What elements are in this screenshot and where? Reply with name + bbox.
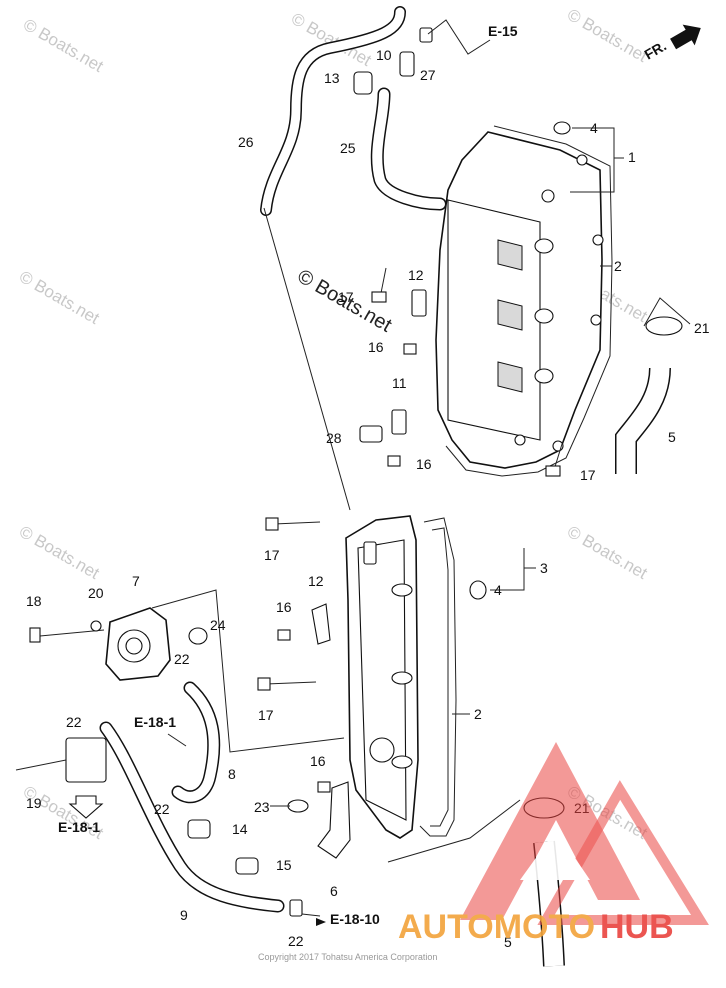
callout-7: 7 <box>132 573 140 589</box>
callout-25: 25 <box>340 140 356 156</box>
callout-17-d: 17 <box>258 707 274 723</box>
brand-text-secondary: HUB <box>600 908 674 946</box>
watermark-right-lower: © Boats.net <box>564 522 651 583</box>
callout-1: 1 <box>628 149 636 165</box>
callout-12-lower: 12 <box>308 573 324 589</box>
callout-6: 6 <box>330 883 338 899</box>
fuel-pump-assembly <box>15 607 208 819</box>
callout-21-upper: 21 <box>694 320 710 336</box>
ref-e15[interactable]: E-15 <box>488 23 518 39</box>
watermark-top-right: © Boats.net <box>564 5 651 66</box>
callout-16-c: 16 <box>276 599 292 615</box>
callout-3: 3 <box>540 560 548 576</box>
callout-16-b: 16 <box>416 456 432 472</box>
ref-e18-1-a[interactable]: E-18-1 <box>134 714 176 730</box>
lower-hoses <box>99 681 285 913</box>
callout-10: 10 <box>376 47 392 63</box>
upper-cylinder-head-cover <box>435 125 613 477</box>
callout-4-lower: 4 <box>494 582 502 598</box>
front-direction-indicator: FR. <box>642 24 701 63</box>
callout-24: 24 <box>210 617 226 633</box>
callout-4-upper: 4 <box>590 120 598 136</box>
callout-17-a: 17 <box>338 289 354 305</box>
callout-numbers: 1 2 2 3 4 4 5 5 6 7 8 9 10 11 12 12 13 1… <box>26 47 710 950</box>
callout-20: 20 <box>88 585 104 601</box>
upper-hoses <box>260 6 447 216</box>
bolts <box>257 121 571 917</box>
callout-15: 15 <box>276 857 292 873</box>
ref-e18-10[interactable]: E-18-10 <box>330 911 380 927</box>
callout-22-a: 22 <box>174 651 190 667</box>
callout-13: 13 <box>324 70 340 86</box>
down-arrow-icon <box>68 795 104 819</box>
callout-26: 26 <box>238 134 254 150</box>
copyright-text: Copyright 2017 Tohatsu America Corporati… <box>258 952 437 962</box>
callout-22-c: 22 <box>154 801 170 817</box>
callout-27: 27 <box>420 67 436 83</box>
ref-e18-1-b[interactable]: E-18-1 <box>58 819 100 835</box>
callout-2-upper: 2 <box>614 258 622 274</box>
callout-2-lower: 2 <box>474 706 482 722</box>
callout-19: 19 <box>26 795 42 811</box>
brand-logo: AUTOMOTO HUB <box>398 742 709 946</box>
front-label: FR. <box>642 37 670 62</box>
callout-22-d: 22 <box>288 933 304 949</box>
watermark-left-upper: © Boats.net <box>16 267 103 328</box>
callout-18: 18 <box>26 593 42 609</box>
leader-lines <box>151 19 691 917</box>
lower-cylinder-head-cover <box>345 515 457 839</box>
watermark-left-lower: © Boats.net <box>16 522 103 583</box>
callout-9: 9 <box>180 907 188 923</box>
callout-28: 28 <box>326 430 342 446</box>
callout-14: 14 <box>232 821 248 837</box>
callout-22-b: 22 <box>66 714 82 730</box>
brand-text-primary: AUTOMOTO <box>398 908 595 946</box>
callout-11: 11 <box>392 375 407 391</box>
callout-12-upper: 12 <box>408 267 424 283</box>
section-references: E-15 E-18-1 E-18-1 E-18-10 <box>58 23 518 927</box>
callout-8: 8 <box>228 766 236 782</box>
callout-5-lower: 5 <box>504 934 512 950</box>
callout-5-upper: 5 <box>668 429 676 445</box>
watermark-top-left: © Boats.net <box>20 15 107 76</box>
callout-16-d: 16 <box>310 753 326 769</box>
callout-17-b: 17 <box>580 467 596 483</box>
callout-23: 23 <box>254 799 270 815</box>
front-arrow-icon <box>670 24 701 50</box>
callout-16-a: 16 <box>368 339 384 355</box>
callout-17-c: 17 <box>264 547 280 563</box>
